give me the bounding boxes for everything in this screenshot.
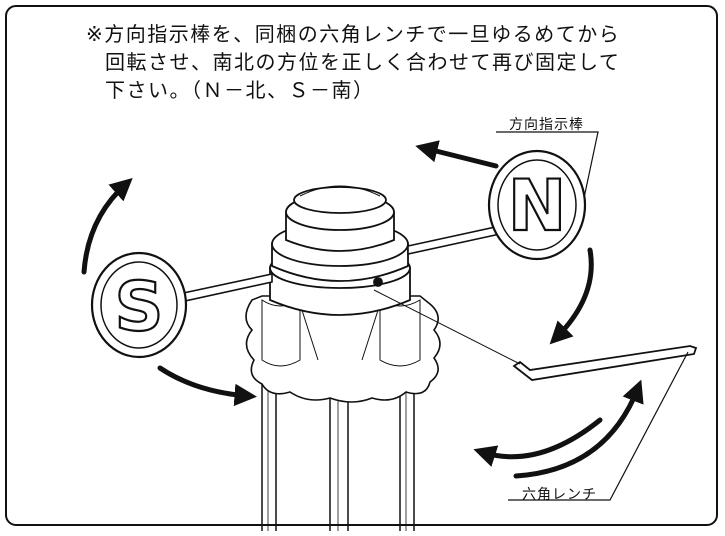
- callout-leaders: [496, 131, 689, 501]
- arrow-s-right: [157, 365, 257, 407]
- arrow-rod-left: [415, 140, 499, 169]
- pole-column: [261, 380, 415, 531]
- south-emblem: S: [90, 251, 188, 359]
- instruction-line-2: 回転させ、南北の方位を正しく合わせて再び固定して: [105, 50, 621, 74]
- arrow-s-up: [81, 177, 133, 275]
- south-letter: S: [115, 268, 164, 347]
- leader-hex-wrench: [508, 351, 689, 501]
- leader-direction-rod: [496, 131, 599, 199]
- cap-assembly: [269, 185, 411, 316]
- rotation-arrows: [81, 140, 644, 479]
- hex-wrench: [373, 289, 698, 381]
- set-screw: [373, 277, 383, 287]
- arrow-wrench-down: [473, 417, 603, 467]
- north-emblem: N: [487, 149, 587, 261]
- arrow-wrench-up: [513, 379, 644, 479]
- instruction-line-1: ※方向指示棒を、同梱の六角レンチで一旦ゆるめてから: [86, 22, 621, 46]
- label-direction-rod: 方向指示棒: [509, 117, 584, 133]
- frame-border: [5, 5, 718, 526]
- instruction-line-3: 下さい。（Ｎ－北、Ｓ－南）: [105, 78, 375, 102]
- label-hex-wrench: 六角レンチ: [522, 487, 597, 503]
- north-letter: N: [508, 165, 567, 247]
- arrow-n-down: [549, 247, 594, 345]
